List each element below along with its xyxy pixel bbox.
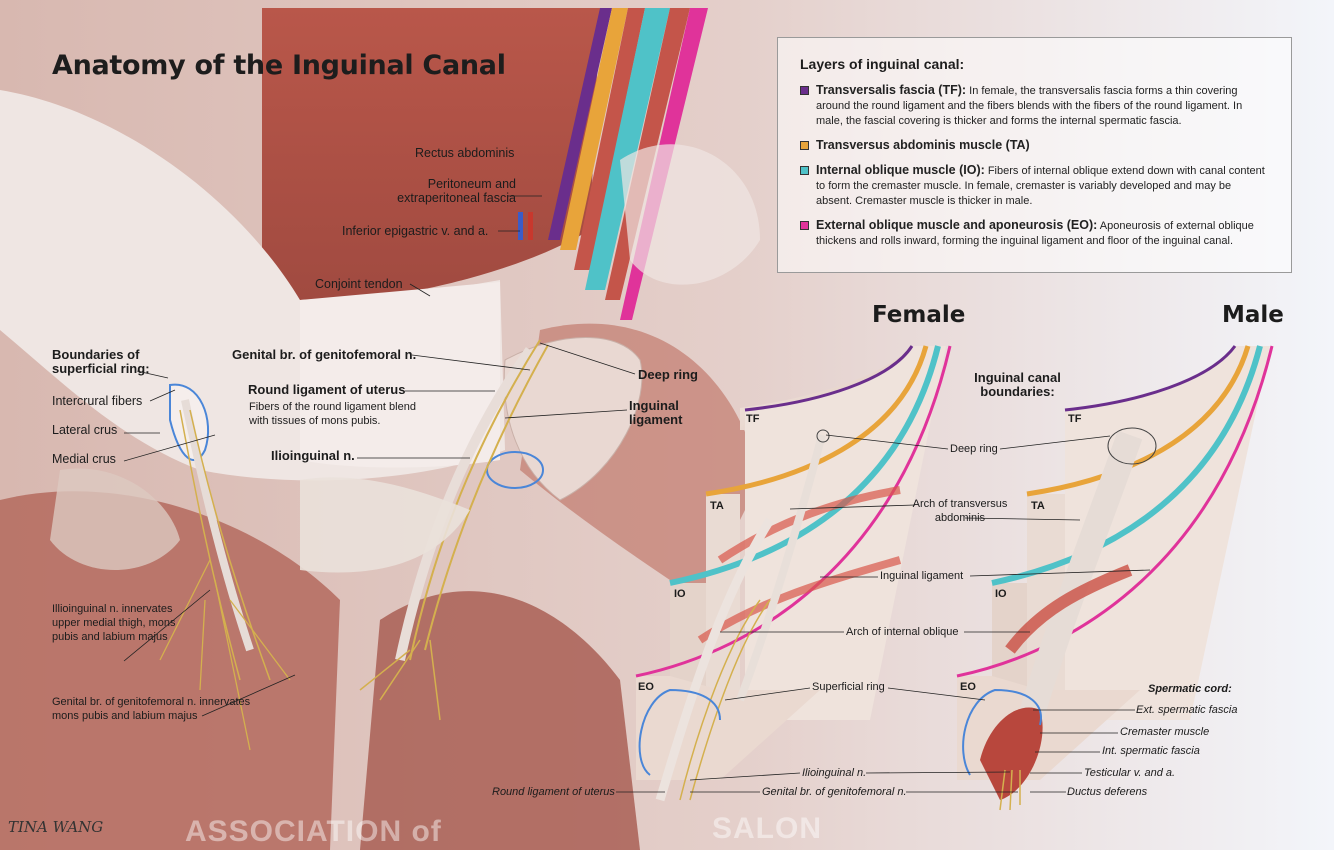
- legend-heading: Layers of inguinal canal:: [800, 56, 965, 72]
- legend-item-ta: Transversus abdominis muscle (TA): [800, 138, 1269, 154]
- label-arch-ta: Arch of transversus abdominis: [912, 498, 1008, 524]
- label-right-ilioinguinal: Ilioinguinal n.: [802, 767, 867, 779]
- label-canal-boundaries: Inguinal canal boundaries:: [974, 370, 1061, 399]
- label-boundaries-superficial-ring: Boundaries of superficial ring:: [52, 347, 150, 376]
- legend-item-tf: Transversalis fascia (TF): In female, th…: [800, 83, 1269, 129]
- female-tag-eo: EO: [638, 681, 654, 693]
- label-right-round-ligament: Round ligament of uterus: [492, 786, 615, 798]
- female-canal-diagram: [635, 345, 952, 802]
- legend-swatch-ta: [800, 141, 809, 150]
- label-cremaster-muscle: Cremaster muscle: [1120, 726, 1210, 738]
- label-round-ligament-note: Fibers of the round ligament blend with …: [249, 401, 416, 427]
- legend-swatch-io: [800, 166, 809, 175]
- page-title: Anatomy of the Inguinal Canal: [52, 50, 506, 81]
- artist-signature: TINA WANG: [8, 818, 104, 836]
- label-genital-note: Genital br. of genitofemoral n. innervat…: [52, 696, 251, 722]
- label-arch-io: Arch of internal oblique: [846, 626, 959, 638]
- label-peritoneum: Peritoneum and extraperitoneal fascia: [397, 177, 516, 205]
- label-deep-ring: Deep ring: [638, 367, 698, 382]
- label-spermatic-cord: Spermatic cord:: [1148, 683, 1232, 695]
- legend-swatch-eo: [800, 221, 809, 230]
- label-intercrural-fibers: Intercrural fibers: [52, 394, 143, 408]
- label-illioinguinal-note: Illioinguinal n. innervates upper medial…: [52, 603, 176, 643]
- watermark-association: ASSOCIATION of: [185, 815, 442, 848]
- watermark-salon: SALON: [712, 812, 822, 845]
- label-rectus-abdominis: Rectus abdominis: [415, 146, 515, 160]
- legend-item-eo: External oblique muscle and aponeurosis …: [800, 218, 1269, 249]
- leader-lines: [123, 195, 1151, 793]
- label-ilioinguinal: Ilioinguinal n.: [271, 448, 355, 463]
- legend-swatch-tf: [800, 86, 809, 95]
- layers-legend: Layers of inguinal canal: Transversalis …: [777, 37, 1292, 273]
- label-conjoint-tendon: Conjoint tendon: [315, 277, 403, 291]
- label-right-inguinal-ligament: Inguinal ligament: [880, 570, 964, 582]
- label-ext-spermatic-fascia: Ext. spermatic fascia: [1136, 704, 1238, 716]
- heading-female: Female: [872, 302, 966, 328]
- label-ductus-deferens: Ductus deferens: [1067, 786, 1148, 798]
- female-tag-tf: TF: [746, 413, 760, 425]
- male-tag-tf: TF: [1068, 413, 1082, 425]
- label-superficial-ring: Superficial ring: [812, 681, 885, 693]
- female-tag-ta: TA: [710, 500, 724, 512]
- female-tag-io: IO: [674, 588, 686, 600]
- label-medial-crus: Medial crus: [52, 452, 116, 466]
- heading-male: Male: [1222, 302, 1284, 328]
- label-lateral-crus: Lateral crus: [52, 423, 118, 437]
- male-tag-eo: EO: [960, 681, 976, 693]
- label-round-ligament: Round ligament of uterus: [248, 382, 406, 397]
- label-inguinal-ligament: Inguinal ligament: [629, 398, 683, 427]
- label-testicular-vessels: Testicular v. and a.: [1084, 767, 1176, 779]
- label-genital-branch: Genital br. of genitofemoral n.: [232, 347, 417, 362]
- label-inferior-epigastric: Inferior epigastric v. and a.: [342, 224, 489, 238]
- label-int-spermatic-fascia: Int. spermatic fascia: [1102, 745, 1200, 757]
- label-right-genital-branch: Genital br. of genitofemoral n.: [762, 786, 907, 798]
- legend-item-io: Internal oblique muscle (IO): Fibers of …: [800, 163, 1269, 209]
- male-tag-io: IO: [995, 588, 1007, 600]
- label-right-deep-ring: Deep ring: [950, 443, 998, 455]
- male-tag-ta: TA: [1031, 500, 1045, 512]
- male-canal-diagram: [956, 345, 1274, 811]
